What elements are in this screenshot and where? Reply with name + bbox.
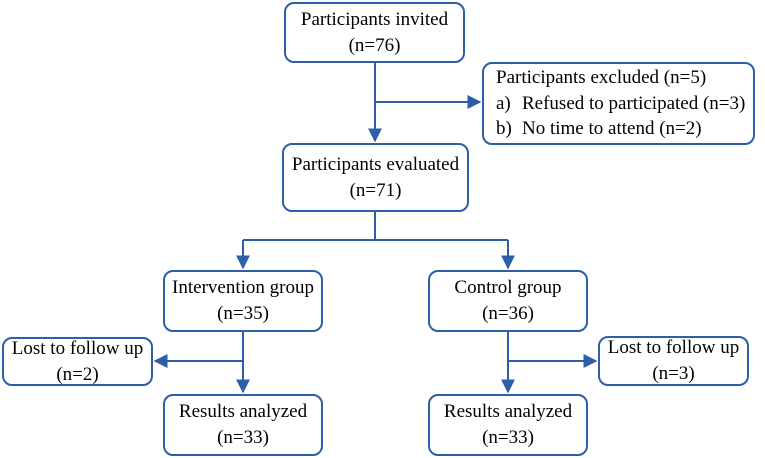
intervention-group-box: Intervention group (n=35) [163, 270, 323, 332]
participants-excluded-box: Participants excluded (n=5) a) Refused t… [482, 62, 755, 145]
lost-to-follow-up-left-box: Lost to follow up (n=2) [2, 337, 153, 386]
results-analyzed-right-count: (n=33) [482, 427, 534, 448]
lost-to-follow-up-right-box: Lost to follow up (n=3) [598, 336, 749, 386]
lost-to-follow-up-left-title: Lost to follow up [11, 337, 144, 359]
lost-to-follow-up-left-count: (n=2) [56, 363, 99, 385]
excluded-reason-a-text: Refused to participated (n=3) [522, 92, 746, 114]
participants-invited-box: Participants invited (n=76) [284, 2, 465, 63]
participants-excluded-title: Participants excluded (n=5) [496, 67, 707, 89]
control-group-title: Control group [454, 277, 562, 299]
excluded-reason-b: b) No time to attend (n=2) [496, 116, 702, 142]
participants-evaluated-box: Participants evaluated (n=71) [282, 143, 469, 212]
participants-evaluated-count: (n=71) [349, 179, 402, 201]
control-group-count: (n=36) [482, 303, 534, 324]
excluded-reason-a: a) Refused to participated (n=3) [496, 91, 745, 117]
intervention-group-title: Intervention group [172, 277, 314, 299]
lost-to-follow-up-right-title: Lost to follow up [607, 337, 740, 359]
results-analyzed-left-count: (n=33) [217, 427, 269, 448]
participants-invited-title: Participants invited [300, 8, 449, 30]
results-analyzed-right-box: Results analyzed (n=33) [428, 394, 588, 456]
excluded-reason-b-text: No time to attend (n=2) [522, 118, 702, 140]
results-analyzed-left-box: Results analyzed (n=33) [163, 394, 323, 456]
results-analyzed-left-title: Results analyzed [178, 401, 308, 423]
control-group-box: Control group (n=36) [428, 270, 588, 332]
lost-to-follow-up-right-count: (n=3) [652, 363, 695, 384]
excluded-reason-b-marker: b) [496, 118, 512, 140]
results-analyzed-right-title: Results analyzed [443, 401, 573, 423]
intervention-group-count: (n=35) [217, 303, 269, 324]
excluded-reason-a-marker: a) [496, 92, 511, 114]
participants-invited-count: (n=76) [348, 34, 401, 56]
participants-evaluated-title: Participants evaluated [291, 153, 460, 175]
